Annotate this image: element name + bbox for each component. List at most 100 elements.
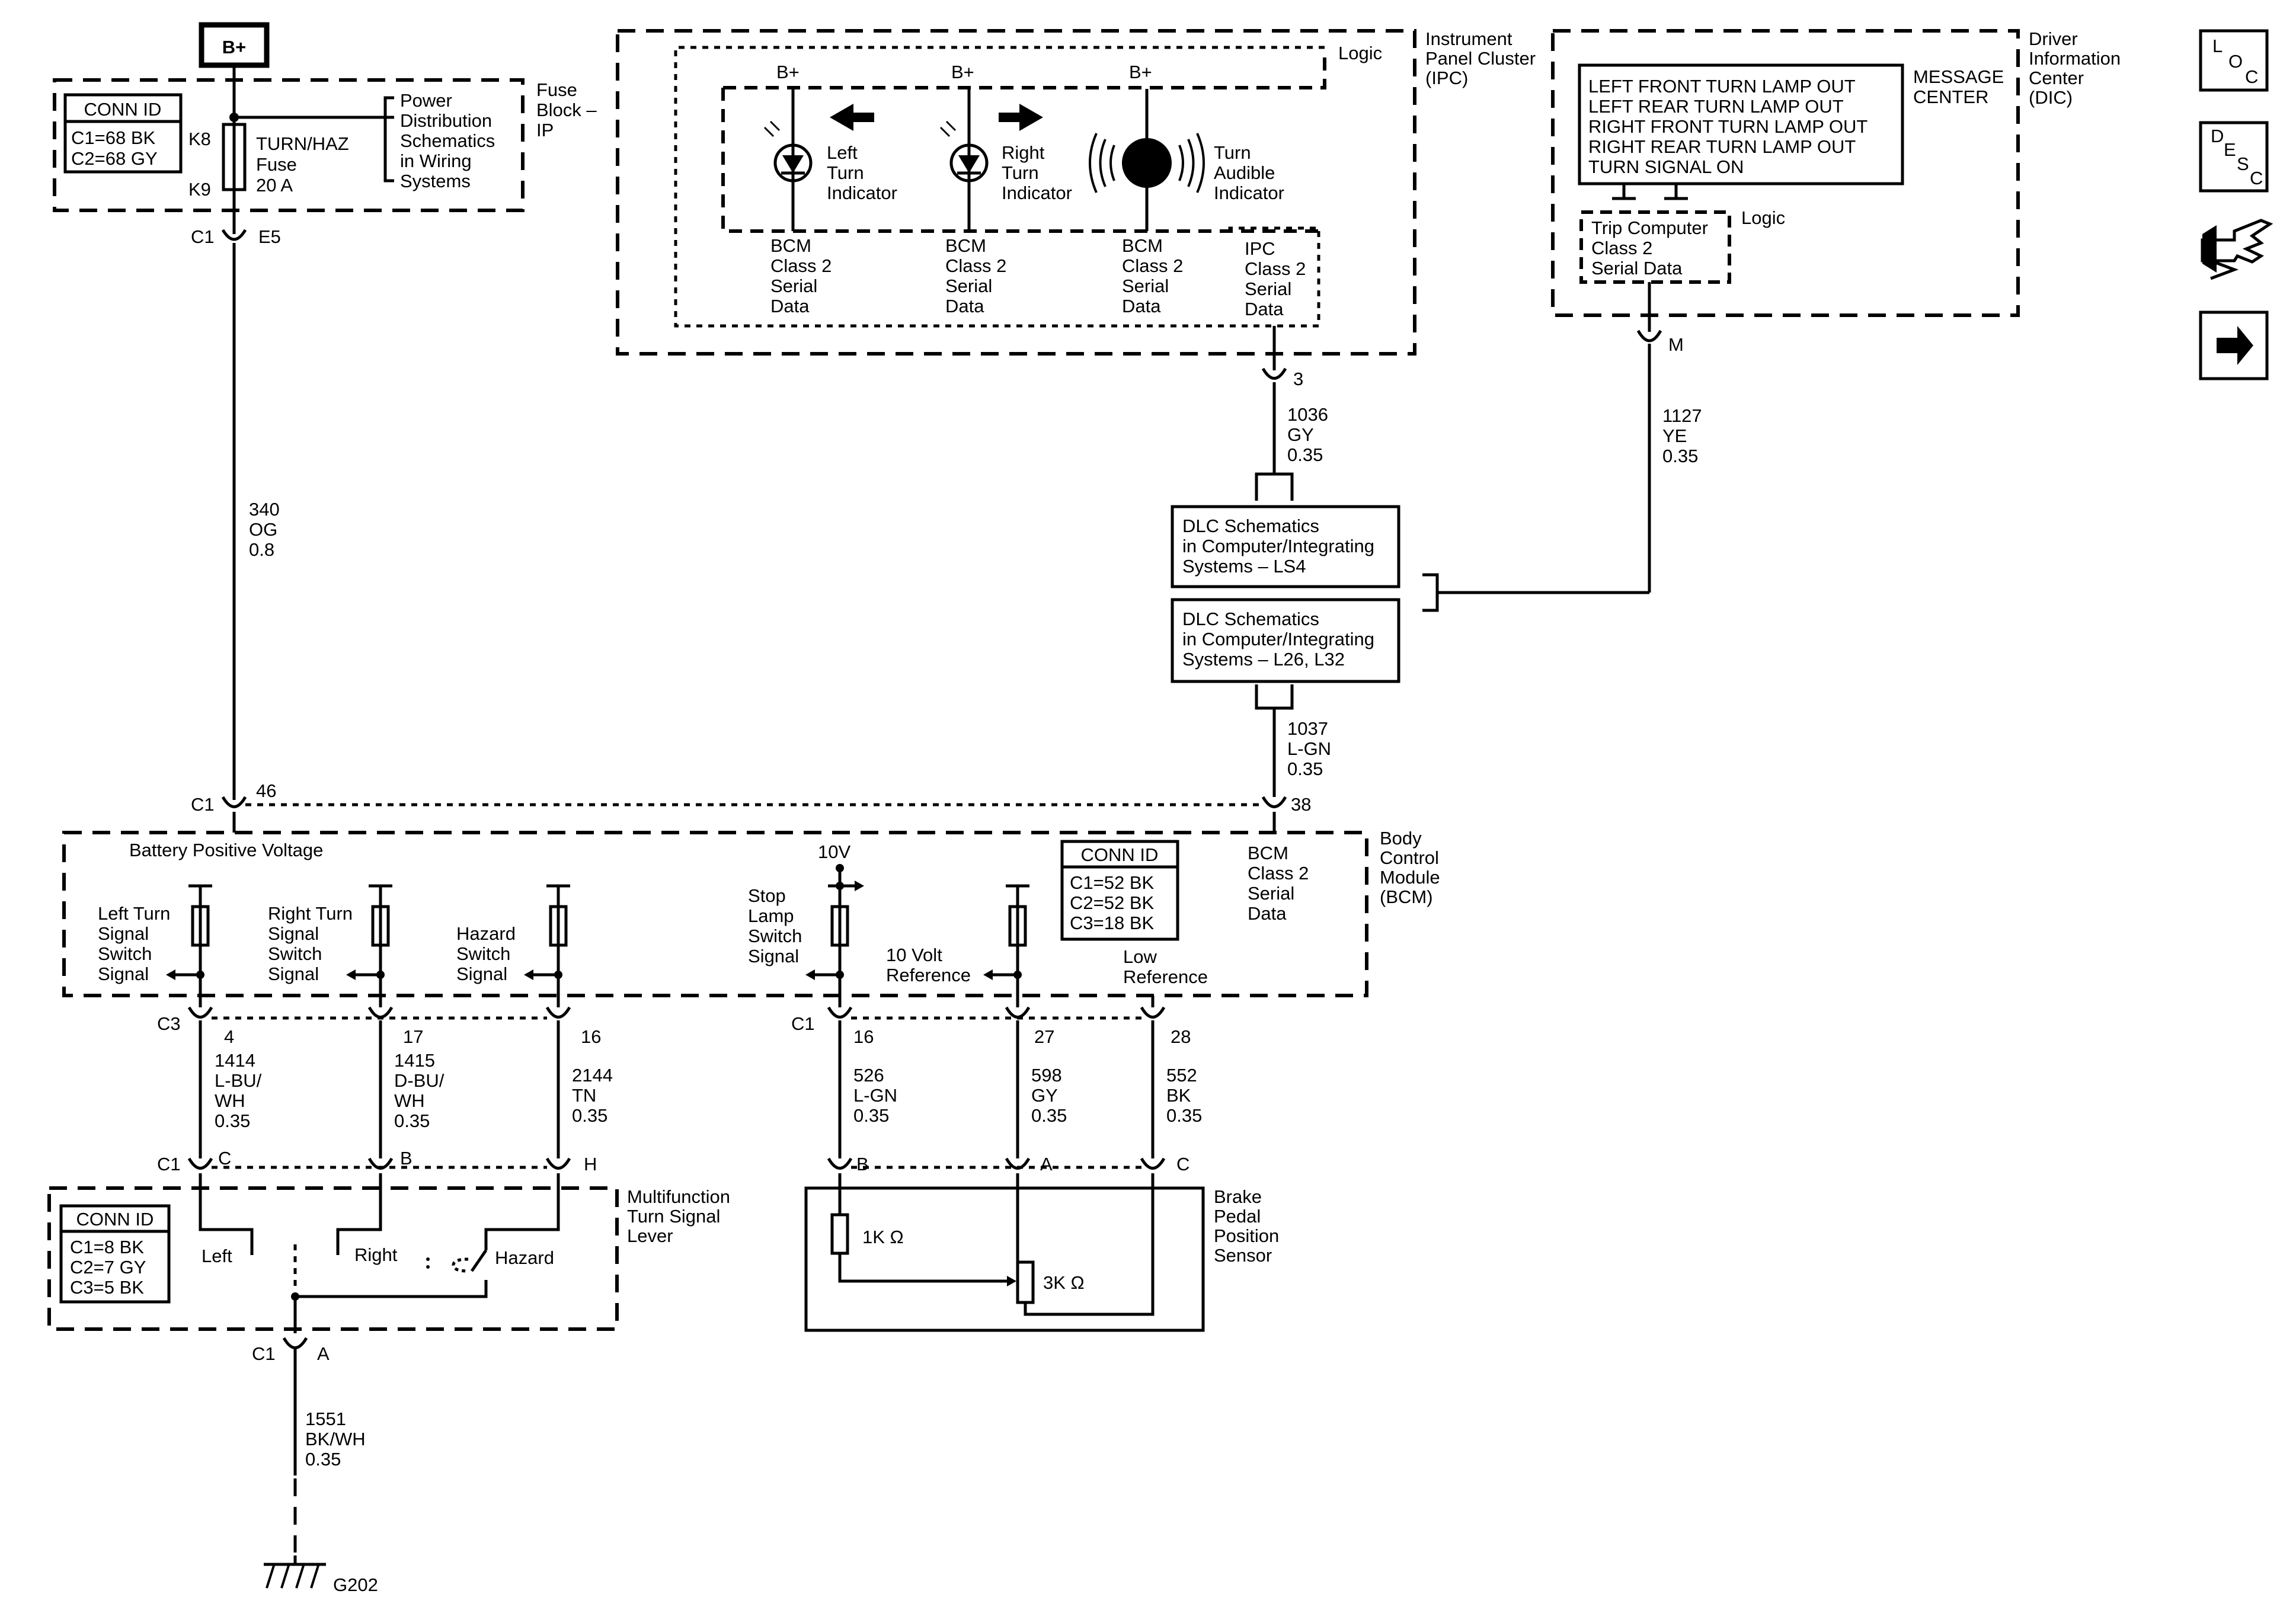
svg-text:Data: Data <box>770 296 810 316</box>
svg-text:552: 552 <box>1166 1065 1197 1086</box>
wire-1414-label: 1414 L-BU/ WH 0.35 <box>215 1050 262 1131</box>
svg-text:Systems – L26, L32: Systems – L26, L32 <box>1182 649 1345 670</box>
power-dist-ref[interactable]: in Wiring <box>400 151 472 171</box>
ten-volt-reference-circuit <box>983 884 1029 1007</box>
dic-message: LEFT FRONT TURN LAMP OUT <box>1588 76 1856 97</box>
svg-text:Low: Low <box>1123 946 1157 967</box>
svg-text:0.35: 0.35 <box>1031 1105 1067 1126</box>
wire-2144-label: 2144 TN 0.35 <box>572 1065 613 1126</box>
dic-message: TURN SIGNAL ON <box>1588 156 1744 177</box>
trip-computer-label: Trip Computer <box>1591 217 1708 238</box>
fuse-block-connector: C1 E5 340 OG 0.8 <box>191 226 281 800</box>
svg-text:Class 2: Class 2 <box>1245 258 1306 279</box>
wire-gauge: 0.35 <box>1287 444 1323 465</box>
ipc-connector-pin: 3 <box>1293 369 1303 389</box>
connector-pin: H <box>584 1154 597 1174</box>
fuse-block: CONN ID C1=68 BK C2=68 GY Fuse Block – I… <box>53 78 597 234</box>
svg-text:Switch: Switch <box>268 943 322 964</box>
svg-text:WH: WH <box>394 1090 425 1111</box>
dic-message: LEFT REAR TURN LAMP OUT <box>1588 96 1844 117</box>
connector-pin: 17 <box>403 1026 423 1047</box>
svg-text:Signal: Signal <box>748 946 799 966</box>
resistor-1k-label: 1K Ω <box>862 1227 904 1247</box>
ten-volt-reference-label: 10 Volt Reference <box>886 945 971 985</box>
svg-text:0.35: 0.35 <box>1166 1105 1202 1126</box>
bpps-title: Sensor <box>1214 1245 1272 1266</box>
connector-pin: 16 <box>853 1026 874 1047</box>
svg-text:Switch: Switch <box>98 943 152 964</box>
svg-text:Signal: Signal <box>268 923 319 944</box>
svg-text:L-GN: L-GN <box>853 1085 897 1106</box>
bcm-serial-label: Serial <box>1248 883 1294 904</box>
mfl-left-position: Left <box>202 1246 232 1266</box>
svg-text:0.35: 0.35 <box>572 1105 607 1126</box>
svg-text:S: S <box>2237 153 2249 174</box>
right-indicator-label: Right <box>1002 142 1045 163</box>
resistor-3k <box>1016 1260 1035 1304</box>
power-dist-ref[interactable]: Systems <box>400 171 471 191</box>
ipc-title: Panel Cluster <box>1425 48 1536 69</box>
svg-text:GY: GY <box>1031 1085 1058 1106</box>
wire-526-label: 526 L-GN 0.35 <box>853 1065 897 1126</box>
svg-text:DLC Schematics: DLC Schematics <box>1182 516 1319 536</box>
desc-icon[interactable]: D E S C <box>2199 121 2269 193</box>
fuse-block-title: Block – <box>536 100 597 120</box>
bcm-title: Control <box>1380 847 1439 868</box>
trip-computer-label: Class 2 <box>1591 238 1652 258</box>
dic-title: (DIC) <box>2029 87 2073 108</box>
dic-connector-pin: M <box>1668 334 1684 355</box>
connector-tool-icon[interactable] <box>2201 219 2273 280</box>
connector-pin: B <box>400 1148 412 1169</box>
right-indicator-label: Indicator <box>1002 183 1072 203</box>
wire-598-label: 598 GY 0.35 <box>1031 1065 1067 1126</box>
resistor-3k-label: 3K Ω <box>1043 1272 1085 1293</box>
connector-pin: 38 <box>1291 794 1311 815</box>
power-dist-ref[interactable]: Power <box>400 90 452 111</box>
left-indicator-label: Indicator <box>827 183 897 203</box>
bcm-serial-label-1: BCM Class 2 Serial Data <box>770 235 832 316</box>
left-turn-signal-switch-label: Left Turn Signal Switch Signal <box>98 903 170 984</box>
wire-color: L-GN <box>1287 738 1331 759</box>
mfl-conn-id-row: C3=5 BK <box>70 1277 144 1298</box>
dlc-l26-l32-reference[interactable]: DLC Schematics in Computer/Integrating S… <box>1171 598 1400 683</box>
svg-text:Signal: Signal <box>268 964 319 984</box>
connector-pin: C <box>218 1148 231 1169</box>
svg-text:Data: Data <box>945 296 984 316</box>
power-dist-ref[interactable]: Distribution <box>400 110 492 131</box>
connector-label: C1 <box>791 1013 815 1034</box>
svg-text:Switch: Switch <box>456 943 510 964</box>
svg-text:C: C <box>2245 66 2258 87</box>
harness-wires: 1414 L-BU/ WH 0.35 1415 D-BU/ WH 0.35 21… <box>199 1020 1202 1158</box>
next-arrow-icon[interactable] <box>2199 311 2269 380</box>
svg-text:BK: BK <box>1166 1085 1191 1106</box>
loc-icon[interactable]: L O C <box>2199 29 2269 92</box>
svg-text:BCM: BCM <box>1122 235 1163 256</box>
svg-text:in Computer/Integrating: in Computer/Integrating <box>1182 629 1374 649</box>
hazard-switch-label: Hazard Switch Signal <box>456 923 516 984</box>
fuse-block-title: Fuse <box>536 79 577 100</box>
dic-message: RIGHT FRONT TURN LAMP OUT <box>1588 116 1868 137</box>
connector-pin: A <box>1040 1154 1053 1174</box>
dlc-ls4-reference[interactable]: DLC Schematics in Computer/Integrating S… <box>1171 505 1400 588</box>
fuse-conn-id-header: CONN ID <box>84 99 162 120</box>
connector-label: C1 <box>157 1154 181 1174</box>
wire-gauge: 0.35 <box>1287 758 1323 779</box>
left-indicator-label: Left <box>827 142 858 163</box>
battery-source: B+ <box>199 22 270 89</box>
bplus-label: B+ <box>1129 62 1152 82</box>
instrument-panel-cluster: Instrument Panel Cluster (IPC) Logic B+ … <box>616 28 1536 501</box>
bcm-title: Module <box>1380 867 1440 888</box>
wire-552-label: 552 BK 0.35 <box>1166 1065 1202 1126</box>
svg-text:Systems – LS4: Systems – LS4 <box>1182 556 1306 577</box>
connector-label: C3 <box>157 1013 181 1034</box>
bcm-title: (BCM) <box>1380 886 1433 907</box>
power-dist-ref[interactable]: Schematics <box>400 130 495 151</box>
right-turn-indicator-led <box>939 120 989 183</box>
ten-volt-label: 10V <box>818 841 850 862</box>
connector-label: C1 <box>252 1343 276 1364</box>
audible-indicator-label: Indicator <box>1214 183 1284 203</box>
ipc-title: Instrument <box>1425 28 1512 49</box>
svg-text:Switch: Switch <box>748 926 802 946</box>
left-indicator-label: Turn <box>827 162 864 183</box>
right-turn-signal-switch-label: Right Turn Signal Switch Signal <box>268 903 353 984</box>
